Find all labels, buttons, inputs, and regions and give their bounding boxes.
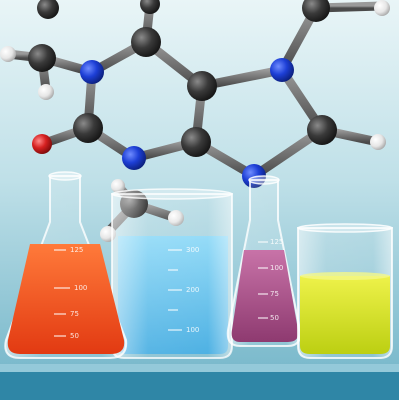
nitrogen-atom: [270, 58, 294, 82]
beaker-icon: 300 200 100: [111, 188, 233, 359]
flask-mark-label: 100: [74, 284, 87, 292]
carbon-atom: [181, 127, 211, 157]
carbon-atom: [187, 71, 217, 101]
nitrogen-atom: [122, 146, 146, 170]
flask-mark-label: 125: [270, 238, 283, 246]
flask-mark-label: 50: [270, 314, 279, 322]
conical-flask-icon: 125 100 75 50: [226, 175, 302, 347]
beaker-icon: [297, 223, 393, 359]
nitrogen-atom: [80, 60, 104, 84]
beaker-mark-label: 300: [186, 246, 199, 254]
carbon-atom: [37, 0, 59, 19]
flask-mark-label: 50: [70, 332, 79, 340]
flask-mark-label: 75: [70, 310, 79, 318]
hydrogen-atom: [374, 0, 390, 16]
bottom-bar: [0, 372, 399, 400]
hydrogen-atom: [38, 84, 54, 100]
carbon-atom: [131, 27, 161, 57]
carbon-atom: [302, 0, 330, 22]
conical-flask-icon: 125 100 75 50: [4, 171, 128, 359]
carbon-atom: [307, 115, 337, 145]
carbon-atom: [73, 113, 103, 143]
beaker-mark-label: 100: [186, 326, 199, 334]
oxygen-atom: [32, 134, 52, 154]
flask-mark-label: 75: [270, 290, 279, 298]
beaker-mark-label: 200: [186, 286, 199, 294]
flask-mark-label: 100: [270, 264, 283, 272]
carbon-atom: [140, 0, 160, 14]
hydrogen-atom: [0, 46, 16, 62]
flask-mark-label: 125: [70, 246, 83, 254]
carbon-atom: [28, 44, 56, 72]
table-surface: [0, 364, 399, 372]
hydrogen-atom: [111, 179, 125, 193]
hydrogen-atom: [370, 134, 386, 150]
